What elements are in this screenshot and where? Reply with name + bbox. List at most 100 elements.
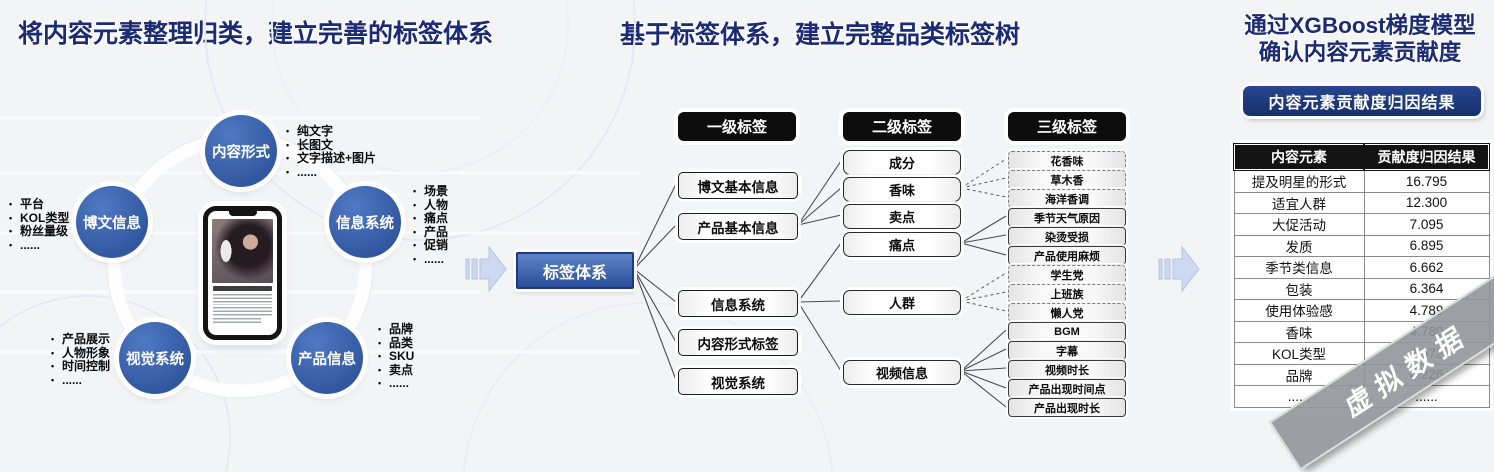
- column-header-label: 二级标签: [871, 119, 932, 136]
- bullet-item: 粉丝量级: [8, 224, 69, 239]
- value-cell: 6.662: [1363, 256, 1490, 279]
- bubble-label: 博文信息: [83, 215, 141, 232]
- right-section-title: 通过XGBoost梯度模型 确认内容元素贡献度: [1226, 12, 1494, 66]
- right-title-line1: 通过XGBoost梯度模型: [1244, 13, 1476, 38]
- bullet-list-product-info: 品牌 品类 SKU 卖点 ......: [377, 322, 414, 391]
- bullet-item: 文字描述+图片: [285, 151, 376, 166]
- value-cell: 7.095: [1363, 213, 1490, 236]
- level3-node: 草木香: [1008, 170, 1126, 189]
- level3-node: 视频时长: [1008, 360, 1126, 379]
- phone-notch: [228, 211, 257, 216]
- bullet-item: 场景: [412, 184, 448, 199]
- table-row: 包装 6.364: [1233, 277, 1490, 300]
- level3-node: 海洋香调: [1008, 189, 1126, 208]
- bubble-product-info: 产品信息: [291, 322, 363, 394]
- bubble-label: 信息系统: [336, 215, 394, 232]
- level2-node: 视频信息: [843, 360, 961, 385]
- level1-node: 产品基本信息: [678, 213, 798, 240]
- level2-node: 成分: [843, 150, 961, 175]
- level3-node: 字幕: [1008, 341, 1126, 360]
- bullet-list-content-form: 纯文字 长图文 文字描述+图片 ......: [285, 124, 376, 180]
- post-photo: [212, 219, 273, 283]
- bullet-item: 卖点: [377, 363, 414, 378]
- bullet-item: 品牌: [377, 322, 414, 337]
- level3-node: 花香味: [1008, 151, 1126, 170]
- table-row: 适宜人群 12.300: [1233, 191, 1490, 214]
- column-header-label: 三级标签: [1036, 119, 1097, 136]
- bullet-item: 促销: [412, 238, 448, 253]
- table-row: 发质 6.895: [1233, 234, 1490, 257]
- level3-node: 懒人党: [1008, 303, 1126, 322]
- column-header-level1: 一级标签: [678, 112, 796, 141]
- column-header-label: 一级标签: [706, 119, 767, 136]
- element-cell: 包装: [1233, 277, 1365, 300]
- bullet-item: ......: [412, 252, 448, 267]
- bullet-item: 痛点: [412, 211, 448, 226]
- level2-node: 痛点: [843, 232, 961, 257]
- element-cell: KOL类型: [1233, 342, 1365, 365]
- element-cell: 大促活动: [1233, 213, 1365, 236]
- value-cell: 12.300: [1363, 191, 1490, 214]
- table-row: 提及明星的形式 16.795: [1233, 169, 1490, 193]
- bullet-item: ......: [8, 238, 69, 253]
- element-cell: 提及明星的形式: [1233, 169, 1365, 193]
- bullet-item: KOL类型: [8, 211, 69, 226]
- table-header-value: 贡献度归因结果: [1363, 143, 1490, 171]
- value-cell: 6.895: [1363, 234, 1490, 257]
- bubble-visual-system: 视觉系统: [119, 322, 191, 394]
- bubble-label: 视觉系统: [126, 351, 184, 368]
- bubble-content-form: 内容形式: [205, 115, 277, 187]
- post-text-block: [213, 318, 262, 325]
- bullet-item: 人物: [412, 198, 448, 213]
- bullet-list-post-info: 平台 KOL类型 粉丝量级 ......: [8, 197, 69, 253]
- table-header-element: 内容元素: [1233, 143, 1365, 171]
- bullet-list-visual-system: 产品展示 人物形象 时间控制 ......: [50, 332, 110, 387]
- level2-node: 人群: [843, 290, 961, 315]
- level3-node: 染烫受损: [1008, 227, 1126, 246]
- table-row: 季节类信息 6.662: [1233, 256, 1490, 279]
- badge-label: 内容元素贡献度归因结果: [1268, 95, 1456, 112]
- bullet-item: 时间控制: [50, 359, 110, 374]
- bullet-item: 人物形象: [50, 346, 110, 361]
- level3-node: 产品出现时间点: [1008, 379, 1126, 398]
- element-cell: 发质: [1233, 234, 1365, 257]
- level2-node: 卖点: [843, 204, 961, 229]
- bullet-item: 品类: [377, 336, 414, 351]
- level3-node: 产品使用麻烦: [1008, 246, 1126, 265]
- bullet-item: 产品展示: [50, 332, 110, 347]
- bullet-item: ......: [377, 376, 414, 391]
- level1-node: 内容形式标签: [678, 329, 798, 356]
- table-row: 大促活动 7.095: [1233, 213, 1490, 236]
- column-header-level2: 二级标签: [843, 112, 961, 141]
- level1-node: 信息系统: [678, 290, 798, 317]
- bullet-item: 平台: [8, 197, 69, 212]
- bullet-item: 纯文字: [285, 124, 376, 139]
- attribution-result-badge: 内容元素贡献度归因结果: [1243, 86, 1481, 116]
- bubble-label: 内容形式: [212, 144, 270, 161]
- post-text-block: [213, 307, 272, 316]
- value-cell: 16.795: [1363, 169, 1490, 193]
- level3-node: BGM: [1008, 322, 1126, 341]
- bubble-info-system: 信息系统: [329, 186, 401, 258]
- element-cell: 使用体验感: [1233, 299, 1365, 322]
- right-title-line2: 确认内容元素贡献度: [1258, 40, 1462, 65]
- level3-node: 产品出现时长: [1008, 398, 1126, 417]
- bullet-item: 长图文: [285, 138, 376, 153]
- middle-section-title: 基于标签体系，建立完整品类标签树: [619, 21, 1020, 49]
- bullet-item: 产品: [412, 225, 448, 240]
- left-section-title: 将内容元素整理归类，建立完善的标签体系: [18, 20, 494, 48]
- bubble-label: 产品信息: [298, 351, 356, 368]
- post-text-block: [213, 294, 272, 305]
- level1-node: 博文基本信息: [678, 172, 798, 199]
- flow-arrow-icon: [1158, 245, 1200, 293]
- bullet-item: SKU: [377, 349, 414, 364]
- bullet-item: ......: [285, 165, 376, 180]
- column-header-level3: 三级标签: [1008, 112, 1126, 141]
- element-cell: 适宜人群: [1233, 191, 1365, 214]
- bullet-list-info-system: 场景 人物 痛点 产品 促销 ......: [412, 184, 448, 267]
- element-cell: 季节类信息: [1233, 256, 1365, 279]
- level3-node: 学生党: [1008, 265, 1126, 284]
- level3-node: 季节天气原因: [1008, 208, 1126, 227]
